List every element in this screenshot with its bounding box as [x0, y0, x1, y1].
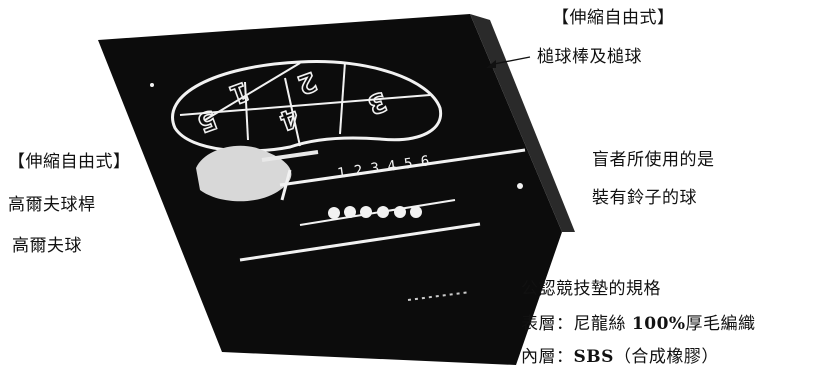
pointer-arrow	[493, 56, 531, 65]
mat-surface	[98, 14, 562, 365]
caption-mallet-text: 槌球棒及槌球	[537, 47, 642, 67]
caption-spec-inner: 內層：SBS（合成橡膠）	[521, 347, 719, 367]
marker-dot	[517, 183, 523, 189]
caption-spec-title: 公認競技墊的規格	[521, 279, 661, 299]
target-divider-1	[204, 62, 301, 121]
target-divider-5	[179, 94, 431, 116]
caption-mallet-title: 【伸縮自由式】	[552, 8, 675, 28]
ball	[410, 206, 422, 218]
ball	[344, 206, 356, 218]
caption-spec-surface: 表層：尼龍絲 100%厚毛編織	[521, 314, 756, 334]
marker-dot	[150, 83, 154, 87]
target-divider-2	[244, 81, 249, 141]
caption-golf-title: 【伸縮自由式】	[8, 152, 131, 172]
tee-line	[280, 169, 292, 201]
baseline-lower	[239, 222, 481, 262]
pointer-arrowhead	[486, 60, 496, 68]
ball	[394, 206, 406, 218]
ball	[328, 207, 340, 219]
golf-club-shaft	[261, 150, 319, 162]
putting-target-outline	[171, 60, 443, 153]
caption-blind-line1: 盲者所使用的是	[592, 150, 715, 170]
caption-golf-ball: 高爾夫球	[12, 236, 82, 256]
ball	[377, 206, 389, 218]
mat-edge	[470, 14, 575, 232]
target-divider-4	[339, 61, 346, 135]
target-divider-3	[284, 77, 301, 147]
caption-blind-line2: 裝有鈴子的球	[592, 188, 697, 208]
ball	[360, 206, 372, 218]
ball-row	[299, 199, 456, 226]
scoreboard-line	[279, 148, 526, 187]
caption-golf-club: 高爾夫球桿	[8, 195, 96, 215]
